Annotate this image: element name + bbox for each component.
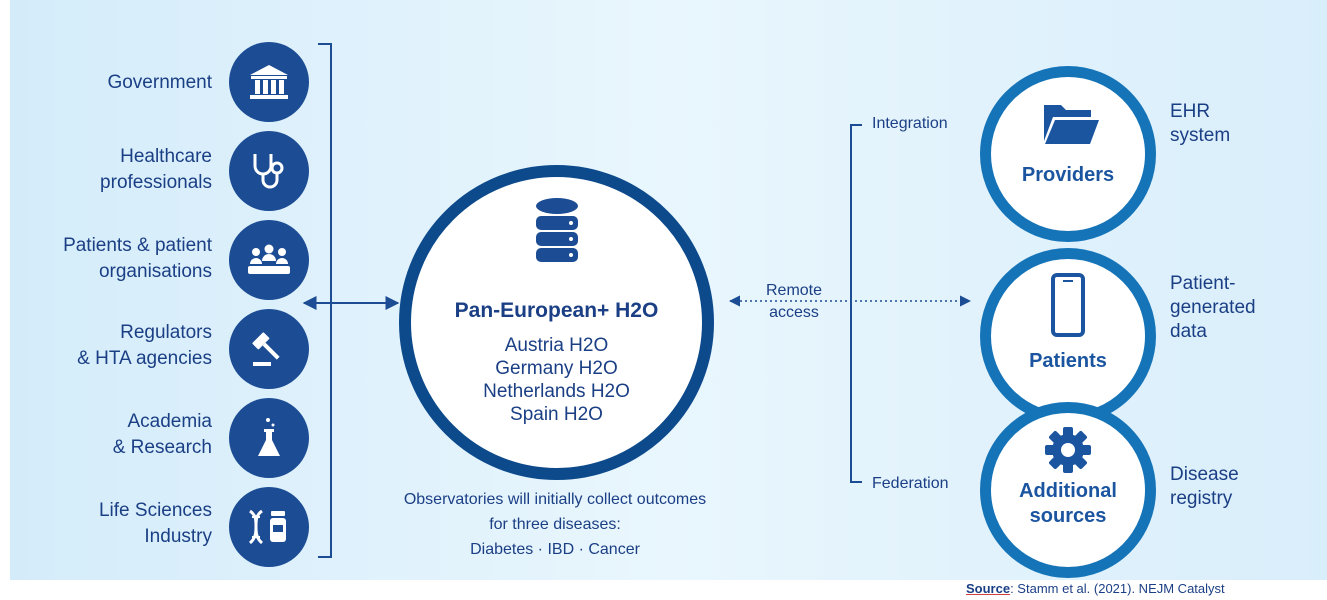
- stakeholder-label-academia: Academia & Research: [112, 411, 212, 458]
- pan-european-hub: Pan-European+ H2O Austria H2O Germany H2…: [399, 165, 714, 480]
- stethoscope-icon: [229, 131, 309, 211]
- gear-icon: [1043, 425, 1093, 480]
- remote-access-label: Remote access: [766, 282, 823, 321]
- flask-icon: [229, 398, 309, 478]
- integration-label: Integration: [872, 115, 948, 132]
- hub-title: Pan-European+ H2O: [454, 299, 659, 322]
- providers-circle: Providers: [980, 66, 1156, 242]
- folder-icon: [1041, 99, 1101, 152]
- stakeholder-label-government: Government: [107, 72, 212, 93]
- patient-generated-data-label: Patient- generated data: [1170, 273, 1256, 342]
- stakeholder-label-healthcare: Healthcare professionals: [100, 146, 212, 193]
- stakeholder-label-patients: Patients & patient organisations: [63, 235, 212, 282]
- hub-country-netherlands: Netherlands H2O: [483, 381, 630, 402]
- additional-sources-circle: Additional sources: [980, 402, 1156, 578]
- patients-circle: Patients: [980, 248, 1156, 424]
- source-label: Source: [966, 581, 1011, 596]
- patients-title: Patients: [1029, 350, 1107, 372]
- ehr-system-label: EHR system: [1170, 101, 1231, 146]
- hub-country-austria: Austria H2O: [504, 335, 609, 356]
- dna-pill-icon: [229, 487, 309, 567]
- stakeholder-bracket: [318, 43, 332, 558]
- hub-country-germany: Germany H2O: [495, 358, 618, 379]
- stakeholder-label-industry: Life Sciences Industry: [98, 500, 212, 547]
- smartphone-icon: [1051, 273, 1085, 342]
- database-icon: [533, 197, 581, 270]
- stakeholder-label-regulators: Regulators & HTA agencies: [77, 322, 212, 369]
- hub-country-spain: Spain H2O: [510, 404, 603, 425]
- note-line-3: Diabetes · IBD · Cancer: [470, 541, 640, 558]
- source-citation: Source: Stamm et al. (2021). NEJM Cataly…: [966, 581, 1225, 596]
- note-line-2: for three diseases:: [489, 516, 621, 533]
- federation-label: Federation: [872, 475, 949, 492]
- providers-title: Providers: [1021, 164, 1115, 186]
- gavel-icon: [229, 309, 309, 389]
- note-line-1: Observatories will initially collect out…: [403, 491, 707, 508]
- disease-registry-label: Disease registry: [1170, 464, 1239, 509]
- additional-sources-title: Additional sources: [1019, 480, 1117, 527]
- government-building-icon: [229, 42, 309, 122]
- sources-bracket: [850, 124, 862, 483]
- source-text: : Stamm et al. (2021). NEJM Catalyst: [1010, 581, 1225, 596]
- people-group-icon: [229, 220, 309, 300]
